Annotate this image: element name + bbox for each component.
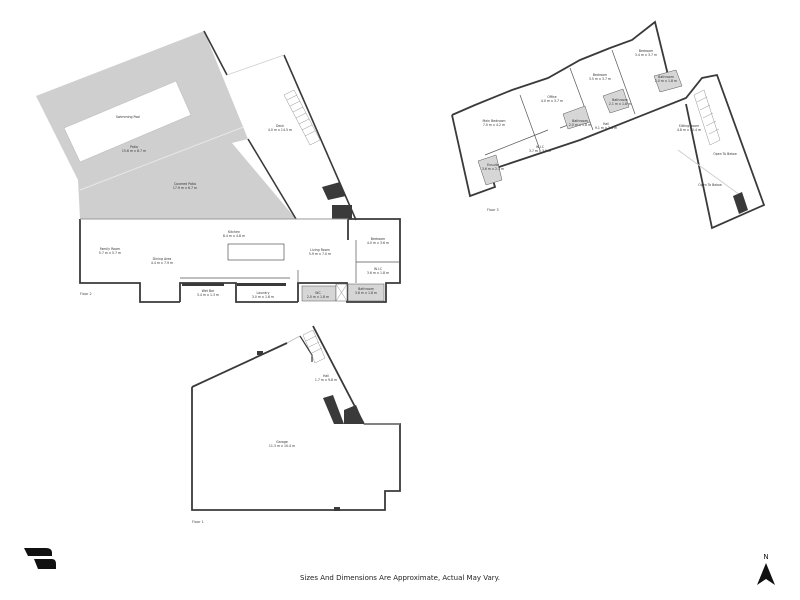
room-dims-bedroom: 4.0 m x 3.6 m <box>367 241 389 245</box>
floor-label-2: Floor 2 <box>80 292 92 296</box>
swimming-pool <box>63 80 192 163</box>
north-label: N <box>763 553 769 561</box>
deck <box>227 55 356 220</box>
room-label-kitchen: Kitchen <box>228 230 240 234</box>
north-arrow-icon <box>757 563 775 585</box>
room-label-sitting-room: Sitting Room <box>679 124 699 128</box>
room-dims-f3-wic: 3.7 m x 3.0 m <box>529 149 551 153</box>
room-label-wet-bar: Wet Bar <box>202 289 215 293</box>
room-label-f3-bedroom-1: Bedroom <box>593 73 607 77</box>
room-dims-sitting-room: 4.8 m x 10.4 m <box>677 128 701 132</box>
room-label-wc: WC <box>315 291 321 295</box>
room-dims-f1-hall: 1.7 m x 9.8 m <box>315 378 337 382</box>
room-dims-f3-bathroom-3: 2.0 m x 1.8 m <box>655 79 677 83</box>
room-label-f3-bathroom-1: Bathroom <box>572 119 588 123</box>
room-dims-kitchen: 8.4 m x 4.8 m <box>223 234 245 238</box>
room-dims-office: 4.0 m x 3.7 m <box>541 99 563 103</box>
room-label-patio: Patio <box>130 145 138 149</box>
room-dims-dining-area: 4.4 m x 7.9 m <box>151 261 173 265</box>
room-label-garage: Garage <box>276 440 288 444</box>
room-label-f3-bedroom-2: Bedroom <box>639 49 653 53</box>
room-dims-f3-bathroom-2: 2.1 m x 1.8 m <box>609 102 631 106</box>
room-label-deck: Deck <box>276 124 284 128</box>
room-dims-laundry: 3.0 m x 1.6 m <box>252 295 274 299</box>
room-label-covered-patio: Covered Patio <box>174 182 196 186</box>
room-label-bathroom: Bathroom <box>358 287 374 291</box>
floor-2-plan: Swimming Pool Patio 15.6 m x 8.7 m Cover… <box>36 30 401 303</box>
room-label-f3-wic: W.I.C <box>536 145 545 149</box>
room-label-bedroom: Bedroom <box>371 237 385 241</box>
floor-3-plan: Main Bedroom 7.0 m x 4.2 m W.I.C 3.7 m x… <box>451 20 766 230</box>
room-dims-patio: 15.6 m x 8.7 m <box>122 149 146 153</box>
room-label-open-to-below-2: Open To Below <box>698 183 722 187</box>
floor-label-3: Floor 3 <box>487 208 499 212</box>
room-label-main-bedroom: Main Bedroom <box>482 119 505 123</box>
room-dims-garage: 11.3 m x 10.4 m <box>269 444 295 448</box>
room-label-living-room: Living Room <box>310 248 330 252</box>
room-dims-bathroom: 3.6 m x 1.8 m <box>355 291 377 295</box>
room-label-swimming-pool: Swimming Pool <box>116 115 140 119</box>
room-label-f3-bathroom-2: Bathroom <box>612 98 628 102</box>
room-label-f3-bathroom-3: Bathroom <box>658 75 674 79</box>
room-dims-ensuite: 3.6 m x 2.3 m <box>482 167 504 171</box>
room-dims-deck: 4.0 m x 14.5 m <box>268 128 292 132</box>
room-dims-f3-bedroom-2: 3.4 m x 3.7 m <box>635 53 657 57</box>
floor-1-plan: Hall 1.7 m x 9.8 m Garage 11.3 m x 10.4 … <box>191 325 401 524</box>
brand-logo <box>24 548 56 569</box>
room-dims-hall: 9.1 m x 2.6 m <box>595 126 617 130</box>
room-dims-wc: 2.0 m x 1.8 m <box>307 295 329 299</box>
disclaimer: Sizes And Dimensions Are Approximate, Ac… <box>299 574 501 582</box>
room-label-wic: W.I.C <box>374 267 383 271</box>
room-label-hall: Hall <box>603 122 609 126</box>
room-label-open-to-below-1: Open To Below <box>713 152 737 156</box>
room-dims-main-bedroom: 7.0 m x 4.2 m <box>483 123 505 127</box>
room-label-ensuite: Ensuite <box>487 163 499 167</box>
room-dims-wet-bar: 3.4 m x 1.3 m <box>197 293 219 297</box>
room-dims-wic: 3.6 m x 1.8 m <box>367 271 389 275</box>
compass: N <box>755 553 777 589</box>
room-label-laundry: Laundry <box>257 291 270 295</box>
room-dims-f3-bedroom-1: 3.5 m x 3.7 m <box>589 77 611 81</box>
room-dims-living-room: 5.9 m x 7.0 m <box>309 252 331 256</box>
floor-label-1: Floor 1 <box>192 520 204 524</box>
room-dims-f3-bathroom-1: 2.0 m x 1.8 m <box>569 123 591 127</box>
room-dims-family-room: 5.7 m x 5.7 m <box>99 251 121 255</box>
room-label-dining-area: Dining Area <box>153 257 172 261</box>
room-label-f1-hall: Hall <box>323 374 329 378</box>
room-label-office: Office <box>547 95 556 99</box>
room-label-family-room: Family Room <box>100 247 120 251</box>
room-dims-covered-patio: 17.9 m x 6.7 m <box>173 186 197 190</box>
